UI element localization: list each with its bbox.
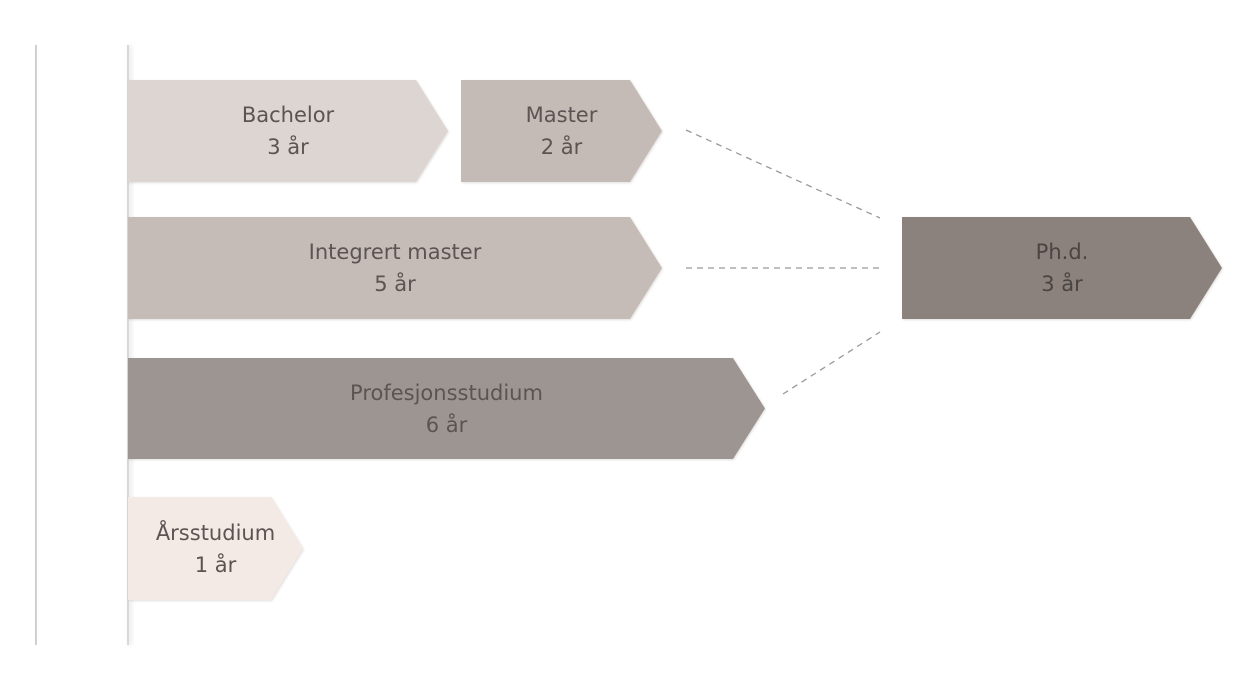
program-name: Profesjonsstudium — [350, 380, 543, 405]
program-one-year: Årsstudium 1 år — [128, 497, 303, 600]
left-shadow-line — [35, 45, 37, 645]
program-phd: Ph.d. 3 år — [902, 217, 1222, 319]
program-name: Årsstudium — [155, 520, 276, 545]
program-master: Master 2 år — [461, 80, 662, 182]
connector-professional-phd — [782, 331, 881, 395]
program-duration: 2 år — [540, 135, 583, 159]
arrow-shape — [902, 217, 1222, 319]
connector-master-phd — [685, 129, 881, 219]
program-integrated-master: Integrert master 5 år — [128, 217, 662, 319]
arrow-shape — [128, 358, 765, 459]
arrow-shape — [461, 80, 662, 182]
program-duration: 6 år — [425, 412, 468, 437]
arrow-shape — [128, 497, 303, 600]
program-name: Integrert master — [308, 240, 482, 264]
program-duration: 3 år — [1041, 272, 1083, 296]
program-duration: 5 år — [374, 272, 416, 296]
program-bachelor: Bachelor 3 år — [128, 80, 448, 182]
program-name: Bachelor — [241, 103, 335, 127]
arrow-shape — [128, 80, 448, 182]
arrow-shape — [128, 217, 662, 319]
program-name: Master — [525, 103, 598, 127]
program-professional: Profesjonsstudium 6 år — [128, 358, 765, 459]
program-duration: 1 år — [194, 552, 237, 577]
program-duration: 3 år — [267, 135, 309, 159]
program-name: Ph.d. — [1035, 240, 1089, 264]
timeline-start-line — [127, 45, 129, 645]
